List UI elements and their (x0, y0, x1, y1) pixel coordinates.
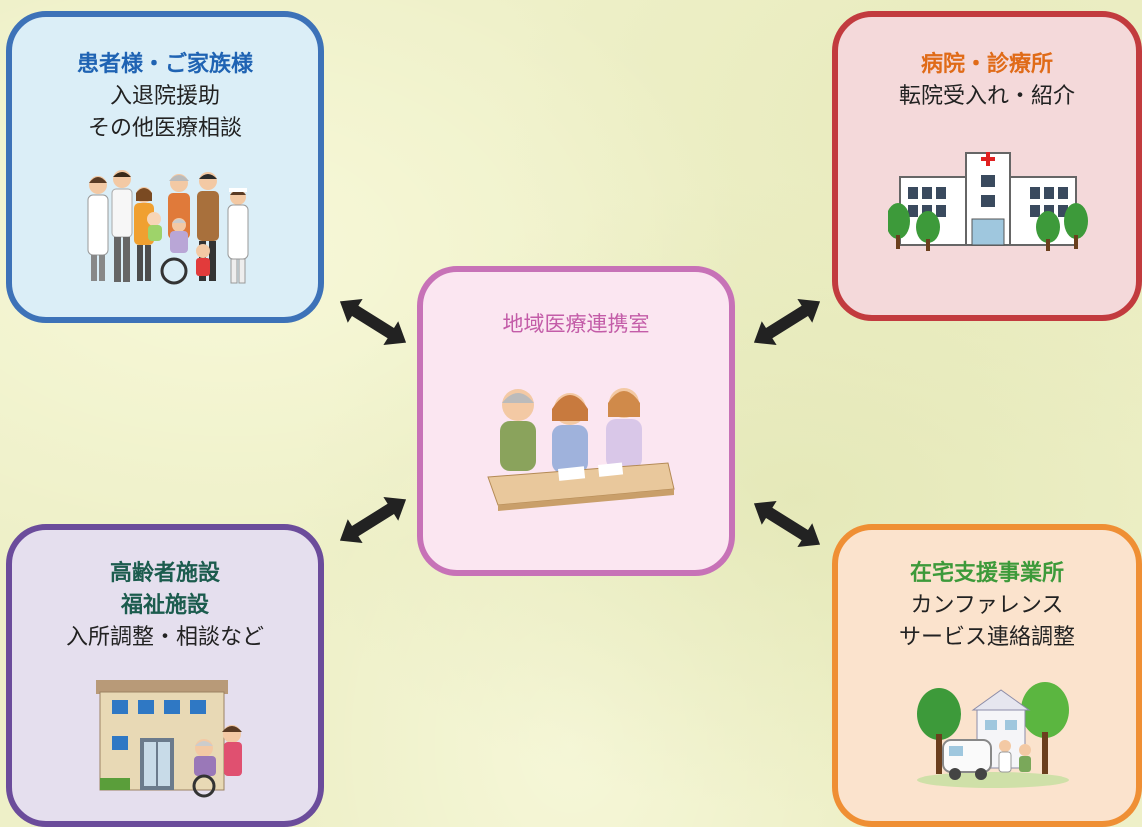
facility-box-title-2: 福祉施設 (120, 593, 209, 618)
home-box-line-2: サービス連絡調整 (898, 625, 1075, 650)
double-arrow-icon (339, 298, 407, 346)
regional-liaison-office-box: 地域医療連携室 (417, 266, 735, 576)
double-arrow-icon (339, 496, 407, 544)
elderly-welfare-facility-box: 高齢者施設 福祉施設 入所調整・相談など (6, 524, 324, 827)
patient-box-line-2: その他医療相談 (87, 116, 242, 141)
meeting-illustration (487, 388, 675, 511)
hospital-box-line-1: 転院受入れ・紹介 (898, 84, 1075, 109)
home-care-support-box: 在宅支援事業所 カンファレンス サービス連絡調整 (832, 524, 1142, 827)
hospital-clinic-box: 病院・診療所 転院受入れ・紹介 (832, 11, 1142, 321)
facility-box-title-1: 高齢者施設 (109, 561, 220, 586)
care-facility-illustration (96, 680, 242, 798)
hospital-building-illustration (888, 152, 1088, 251)
patient-family-box: 患者様・ご家族様 入退院援助 その他医療相談 (6, 11, 324, 323)
hospital-box-title: 病院・診療所 (920, 52, 1053, 77)
home-box-title: 在宅支援事業所 (909, 561, 1064, 586)
home-care-illustration (917, 682, 1069, 788)
family-staff-illustration (87, 170, 249, 285)
patient-box-title: 患者様・ご家族様 (76, 52, 253, 77)
patient-box-line-1: 入退院援助 (109, 84, 220, 109)
double-arrow-icon (753, 500, 821, 548)
facility-box-line-1: 入所調整・相談など (65, 625, 264, 650)
home-box-line-1: カンファレンス (910, 593, 1064, 618)
center-box-title: 地域医療連携室 (502, 312, 650, 336)
double-arrow-icon (753, 298, 821, 346)
